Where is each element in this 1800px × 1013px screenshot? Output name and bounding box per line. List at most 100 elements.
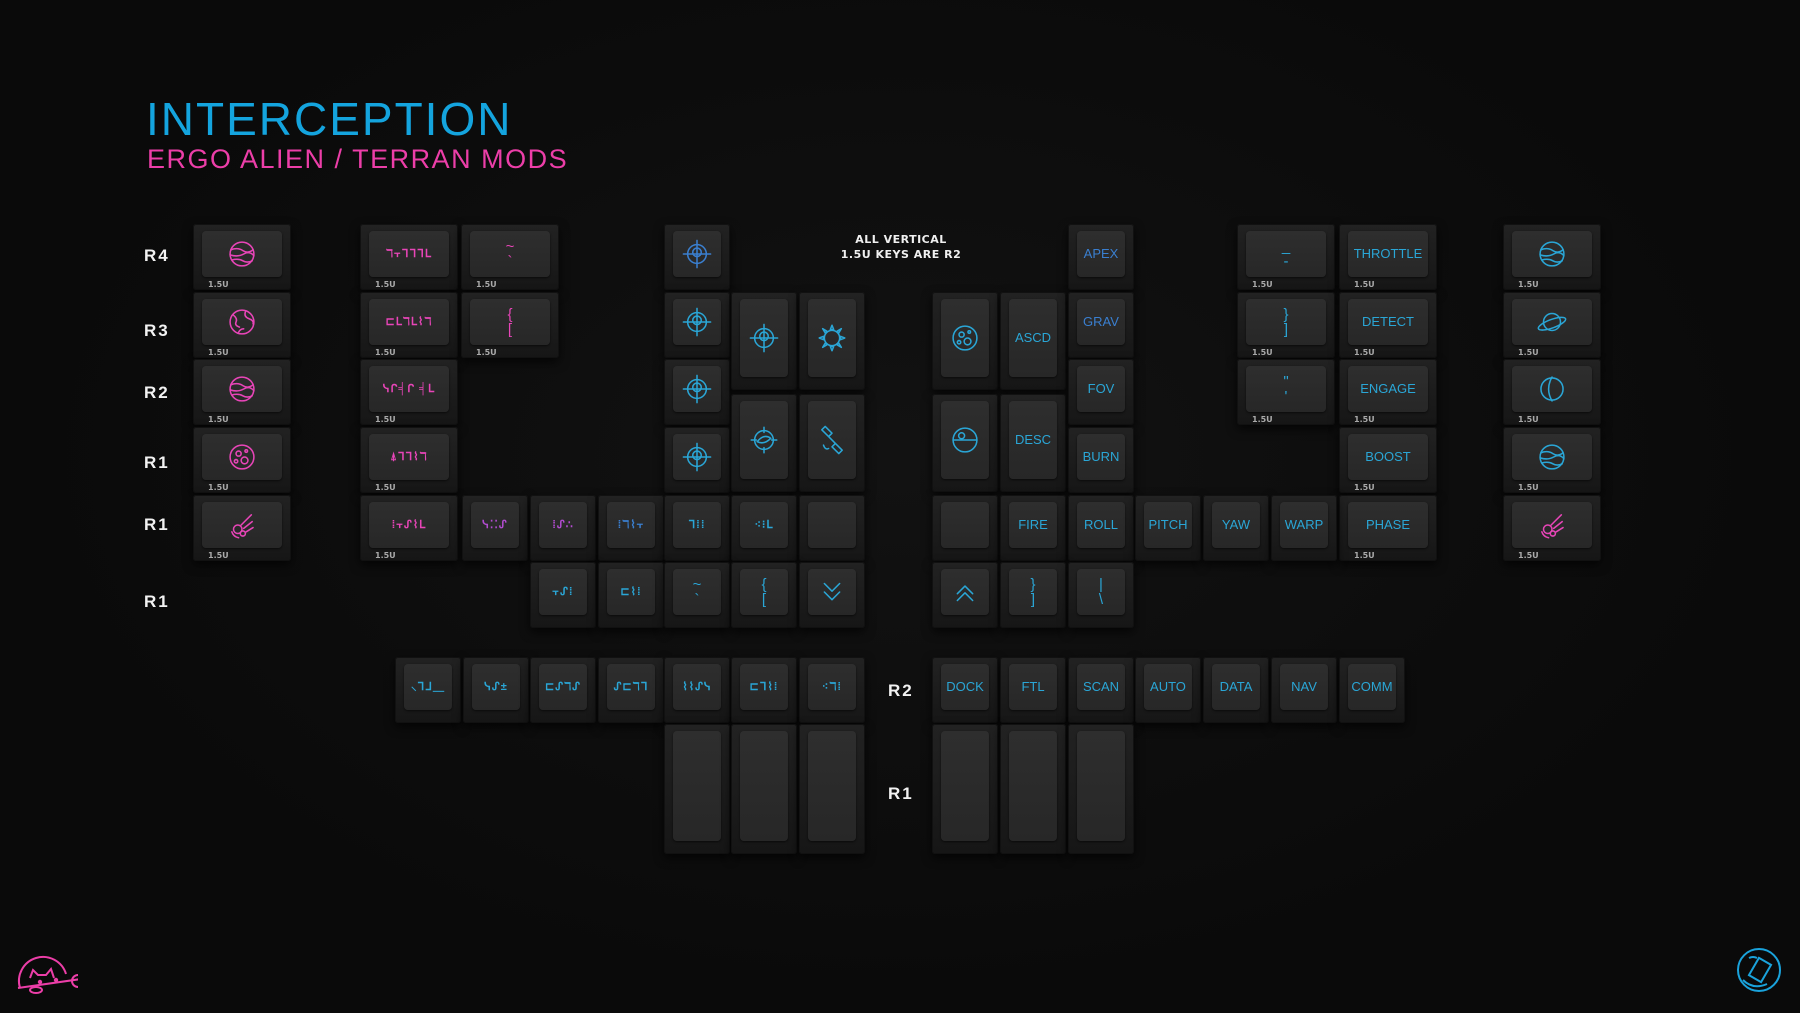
keycap-blank[interactable]: [932, 495, 998, 561]
keycap-pitch[interactable]: PITCH: [1135, 495, 1201, 561]
keycap-top: " ': [1246, 366, 1326, 412]
keycap-glyph[interactable]: ~ `: [664, 562, 730, 628]
keycap-glyph[interactable]: ᓭᔑ±: [463, 657, 529, 723]
keycap-earth[interactable]: 1.5U: [193, 292, 291, 358]
keycap-blank[interactable]: [664, 724, 730, 854]
chevron-up-icon: [956, 585, 974, 602]
keycap-planet-stripes[interactable]: 1.5U: [193, 224, 291, 290]
thumb-label-r2: R2: [888, 681, 914, 700]
keycap-yaw[interactable]: YAW: [1203, 495, 1269, 561]
keycap-glyph[interactable]: { [: [731, 562, 797, 628]
keycap-sun[interactable]: [799, 292, 865, 390]
keycap-glyph[interactable]: ⊏ᔑℸᔑ: [530, 657, 596, 723]
keycap-glyph[interactable]: ᔑ⊏ℸᒣ: [598, 657, 664, 723]
satellite-icon: [821, 425, 843, 455]
keycap-desc[interactable]: DESC: [1000, 394, 1066, 492]
keycap-meteor[interactable]: 1.5U: [193, 495, 291, 561]
keycap-crosshair[interactable]: [664, 292, 730, 358]
keycap-data[interactable]: DATA: [1203, 657, 1269, 723]
keycap-satellite[interactable]: [799, 394, 865, 492]
keycap-dock[interactable]: DOCK: [932, 657, 998, 723]
keycap-glyph[interactable]: " '1.5U: [1237, 359, 1335, 425]
keycap-planet-stripes[interactable]: 1.5U: [1503, 224, 1601, 290]
row-label-r3: R3: [144, 321, 170, 340]
keycap-glyph[interactable]: ⁖ℸ⁞: [799, 657, 865, 723]
keycap-glyph[interactable]: _ -1.5U: [1237, 224, 1335, 290]
keycap-top: [740, 299, 788, 377]
keyboard-globe-logo-icon: [1737, 948, 1781, 992]
keycap-glyph[interactable]: ⁞ᔑ∴: [530, 495, 596, 561]
keycap-fov[interactable]: FOV: [1068, 359, 1134, 425]
keycap-glyph[interactable]: | \: [1068, 562, 1134, 628]
keycap-warp[interactable]: WARP: [1271, 495, 1337, 561]
keycap-glyph[interactable]: ᒣ⁞⁞: [664, 495, 730, 561]
keycap-planet-stripes[interactable]: 1.5U: [193, 359, 291, 425]
keycap-comm[interactable]: COMM: [1339, 657, 1405, 723]
keycap-chevron-down[interactable]: [799, 562, 865, 628]
keycap-blank[interactable]: [799, 495, 865, 561]
keycap-ringed-planet[interactable]: 1.5U: [1503, 292, 1601, 358]
keycap-top: } ]: [1246, 299, 1326, 345]
vertical-keys-note: ALL VERTICAL 1.5U KEYS ARE R2: [801, 232, 1001, 262]
keycap-glyph[interactable]: ⁞ℸ⌇⫟: [598, 495, 664, 561]
keycap-glyph[interactable]: ⁖⁝ᒪ: [731, 495, 797, 561]
keycap-glyph[interactable]: ⫟ᔑ⁞: [530, 562, 596, 628]
keycap-auto[interactable]: AUTO: [1135, 657, 1201, 723]
keycap-legend: ᓭᒋ╡ᒋ ╡ᒪ: [382, 383, 436, 395]
keycap-crosshair[interactable]: [664, 427, 730, 493]
keycap-ftl[interactable]: FTL: [1000, 657, 1066, 723]
keycap-glyph[interactable]: ⌇⌇ᔑᓭ: [664, 657, 730, 723]
keycap-chevron-up[interactable]: [932, 562, 998, 628]
keycap-death-star[interactable]: [932, 394, 998, 492]
keycap-planet-stripes[interactable]: 1.5U: [1503, 427, 1601, 493]
keycap-burn[interactable]: BURN: [1068, 427, 1134, 493]
keycap-planet-line[interactable]: 1.5U: [1503, 359, 1601, 425]
meteor-icon: [231, 514, 254, 539]
keycap-blank[interactable]: [932, 724, 998, 854]
keycap-glyph[interactable]: } ] 1.5U: [1237, 292, 1335, 358]
keycap-meteor[interactable]: 1.5U: [1503, 495, 1601, 561]
size-label: 1.5U: [1252, 348, 1273, 357]
keycap-glyph[interactable]: ⊏⌇⁞: [598, 562, 664, 628]
keycap-glyph[interactable]: ~ `1.5U: [461, 224, 559, 290]
keycap-fire[interactable]: FIRE: [1000, 495, 1066, 561]
keycap-blank[interactable]: [731, 724, 797, 854]
keycap-grav[interactable]: GRAV: [1068, 292, 1134, 358]
keycap-apex[interactable]: APEX: [1068, 224, 1134, 290]
keycap-top: [202, 299, 282, 345]
keycap-glyph[interactable]: ⊏ᒣ⌇⁞: [731, 657, 797, 723]
keycap-top: YAW: [1212, 502, 1260, 548]
keycap-crosshair[interactable]: [731, 292, 797, 390]
keycap-legend: | \: [1098, 576, 1104, 608]
keycap-crosshair[interactable]: [664, 359, 730, 425]
keycap-blank[interactable]: [799, 724, 865, 854]
keycap-ascd[interactable]: ASCD: [1000, 292, 1066, 390]
keycap-galaxy-target[interactable]: [731, 394, 797, 492]
keycap-moon-craters[interactable]: [932, 292, 998, 390]
keycap-blank[interactable]: [1000, 724, 1066, 854]
keycap-glyph[interactable]: } ]: [1000, 562, 1066, 628]
keycap-glyph[interactable]: ᓭ⁚⁚ᔑ: [462, 495, 528, 561]
keycap-roll[interactable]: ROLL: [1068, 495, 1134, 561]
keycap-blank[interactable]: [1068, 724, 1134, 854]
keycap-nav[interactable]: NAV: [1271, 657, 1337, 723]
keycap-top: [1512, 366, 1592, 412]
keycap-moon-craters[interactable]: 1.5U: [193, 427, 291, 493]
row-label-r2: R2: [144, 383, 170, 402]
keycap-legend: ᓭᔑ±: [484, 681, 508, 693]
keycap-scan[interactable]: SCAN: [1068, 657, 1134, 723]
keycap-glyph[interactable]: ⸜ᒣᒧ⸏: [395, 657, 461, 723]
keycap-legend: ~ `: [692, 576, 702, 608]
keycap-crosshair[interactable]: [664, 224, 730, 290]
keycap-glyph[interactable]: { [1.5U: [461, 292, 559, 358]
